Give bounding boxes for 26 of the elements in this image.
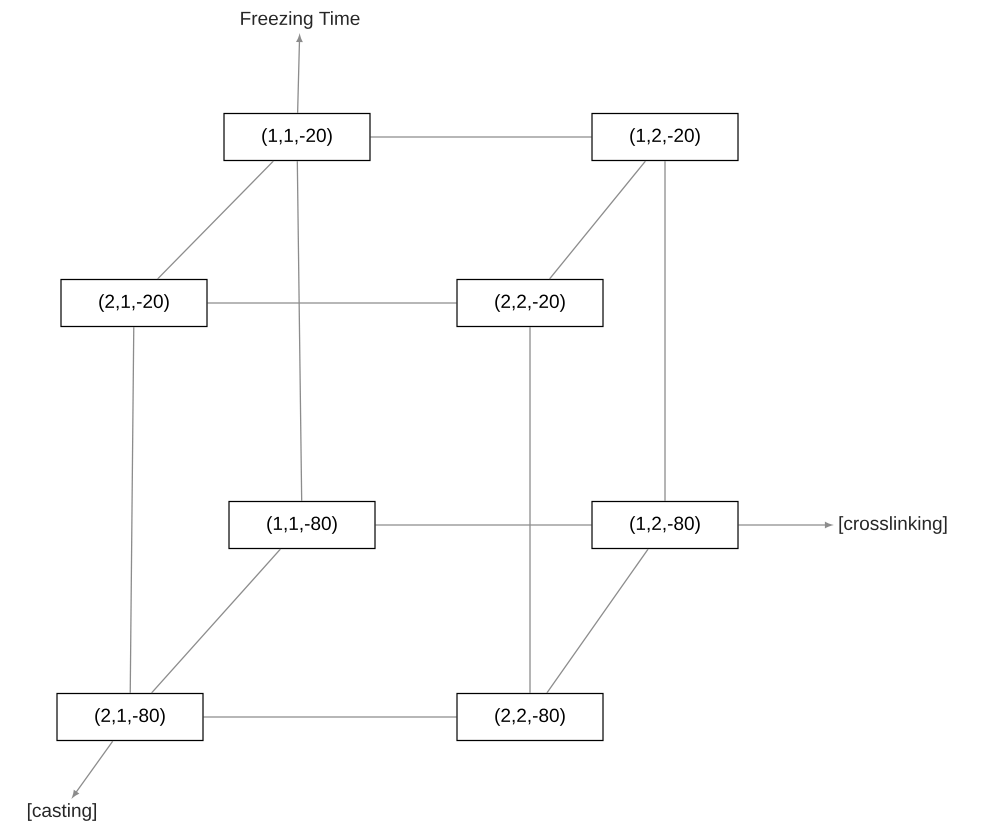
state-box: (2,2,-80): [456, 692, 604, 742]
connector-line: [376, 524, 592, 526]
arrow: [296, 35, 302, 113]
connector-line: [370, 136, 592, 138]
connector-line: [296, 161, 302, 501]
connector-line: [529, 327, 531, 693]
connector-line: [157, 160, 274, 280]
state-box: (2,1,-20): [60, 278, 208, 328]
state-box: (1,1,-80): [228, 500, 376, 550]
connector-line: [549, 160, 646, 280]
connector-line: [204, 716, 456, 718]
connector-line: [546, 548, 649, 694]
arrow: [738, 522, 832, 528]
axis-label: Freezing Time: [241, 11, 360, 29]
state-box: (1,2,-80): [591, 500, 739, 550]
arrow: [72, 740, 114, 798]
axis-label: [casting]: [28, 803, 96, 821]
connector-line: [664, 161, 666, 501]
state-box: (2,2,-20): [456, 278, 604, 328]
state-box: (2,1,-80): [56, 692, 204, 742]
state-box: (1,2,-20): [591, 112, 739, 162]
state-box: (1,1,-20): [223, 112, 371, 162]
connector-line: [208, 302, 456, 304]
connector-line: [151, 548, 281, 694]
axis-label: [crosslinking]: [839, 516, 947, 534]
connector-line: [130, 327, 134, 693]
